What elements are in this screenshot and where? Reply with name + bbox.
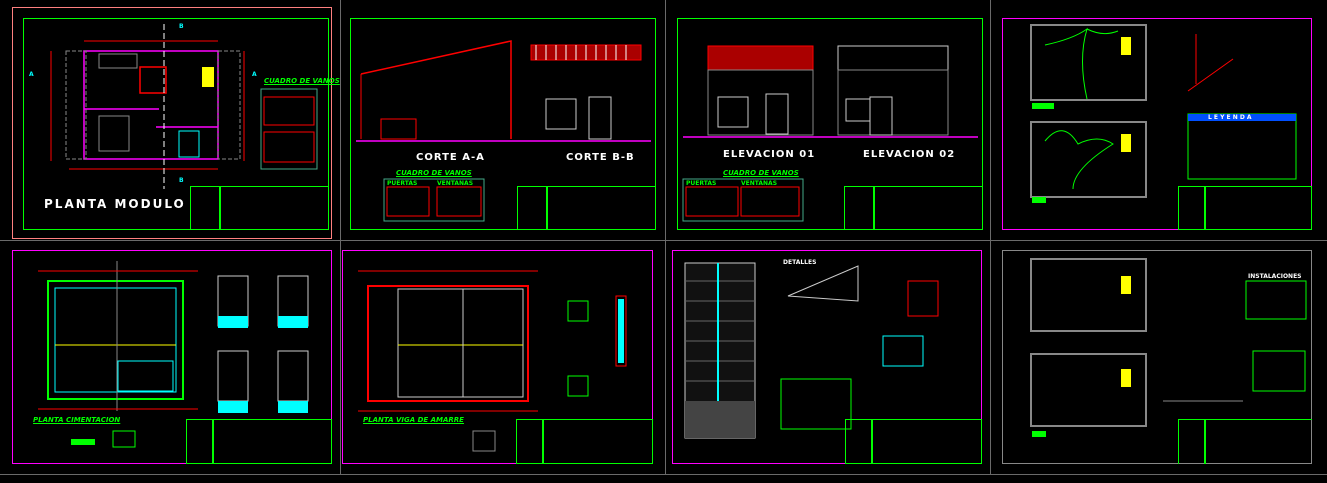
drawing-title: PLANTA VIGA DE AMARRE [363,416,464,424]
sheet-planta-modulo: CUADRO DE VANOS PLANTA MODULO B B A A [23,18,340,230]
layout-divider [340,0,341,474]
drawing-title: CORTE B-B [566,152,635,163]
title-block [845,419,982,464]
title-block [517,186,656,230]
subtable-title: VENTANAS [741,180,778,187]
section-mark[interactable]: A [252,71,257,78]
title-block [844,186,983,230]
title-block [190,186,329,230]
drawing-title: CORTE A-A [416,152,485,163]
drawing-title: INSTALACIONES [1248,273,1302,280]
sheet-instalaciones-sanitarias: INSTALACIONES [1002,250,1312,464]
section-mark[interactable]: A [29,71,34,78]
drawing-title: ELEVACION 02 [863,149,956,160]
sheet-border [12,7,332,239]
sheet-planta-cimentacion: PLANTA CIMENTACION [12,250,332,464]
drawing-title: DETALLES [783,259,817,266]
drawing-title: ELEVACION 01 [723,149,816,160]
legend-title: L E Y E N D A [1208,114,1252,121]
title-block [186,419,332,464]
section-drawing [356,40,651,222]
sheet-planta-viga-de-amarre: PLANTA VIGA DE AMARRE [342,250,653,464]
table-title: CUADRO DE VANOS [723,169,799,177]
sheet-cortes: CORTE A-A CORTE B-B CUADRO DE VANOS PUER… [350,18,656,230]
details-drawing [684,262,939,439]
section-mark[interactable]: B [179,23,184,30]
sheet-detalles: DETALLES [672,250,982,464]
layout-divider [0,240,1327,241]
title-block [1178,419,1312,464]
electrical-plan-drawing [1030,24,1297,203]
title-block [1178,186,1312,230]
floor-plan-drawing [50,24,318,189]
layout-divider [665,0,666,474]
table-title: CUADRO DE VANOS [396,169,472,177]
subtable-title: PUERTAS [387,180,418,187]
drawing-title: PLANTA CIMENTACION [33,416,121,424]
section-mark[interactable]: B [179,177,184,184]
sanitary-plan-drawing [1030,258,1307,437]
beam-plan-drawing [358,270,627,452]
table-title: CUADRO DE VANOS [264,77,340,85]
title-block [516,419,653,464]
layout-divider [990,0,991,474]
layout-divider [0,474,1327,475]
drawing-title: PLANTA MODULO [44,197,186,211]
subtable-title: PUERTAS [686,180,717,187]
elevation-drawing [682,45,978,222]
foundation-plan-drawing [38,261,309,448]
subtable-title: VENTANAS [437,180,474,187]
sheet-elevaciones: ELEVACION 01 ELEVACION 02 CUADRO DE VANO… [677,18,983,230]
sheet-instalaciones-electricas: L E Y E N D A [1002,18,1312,230]
